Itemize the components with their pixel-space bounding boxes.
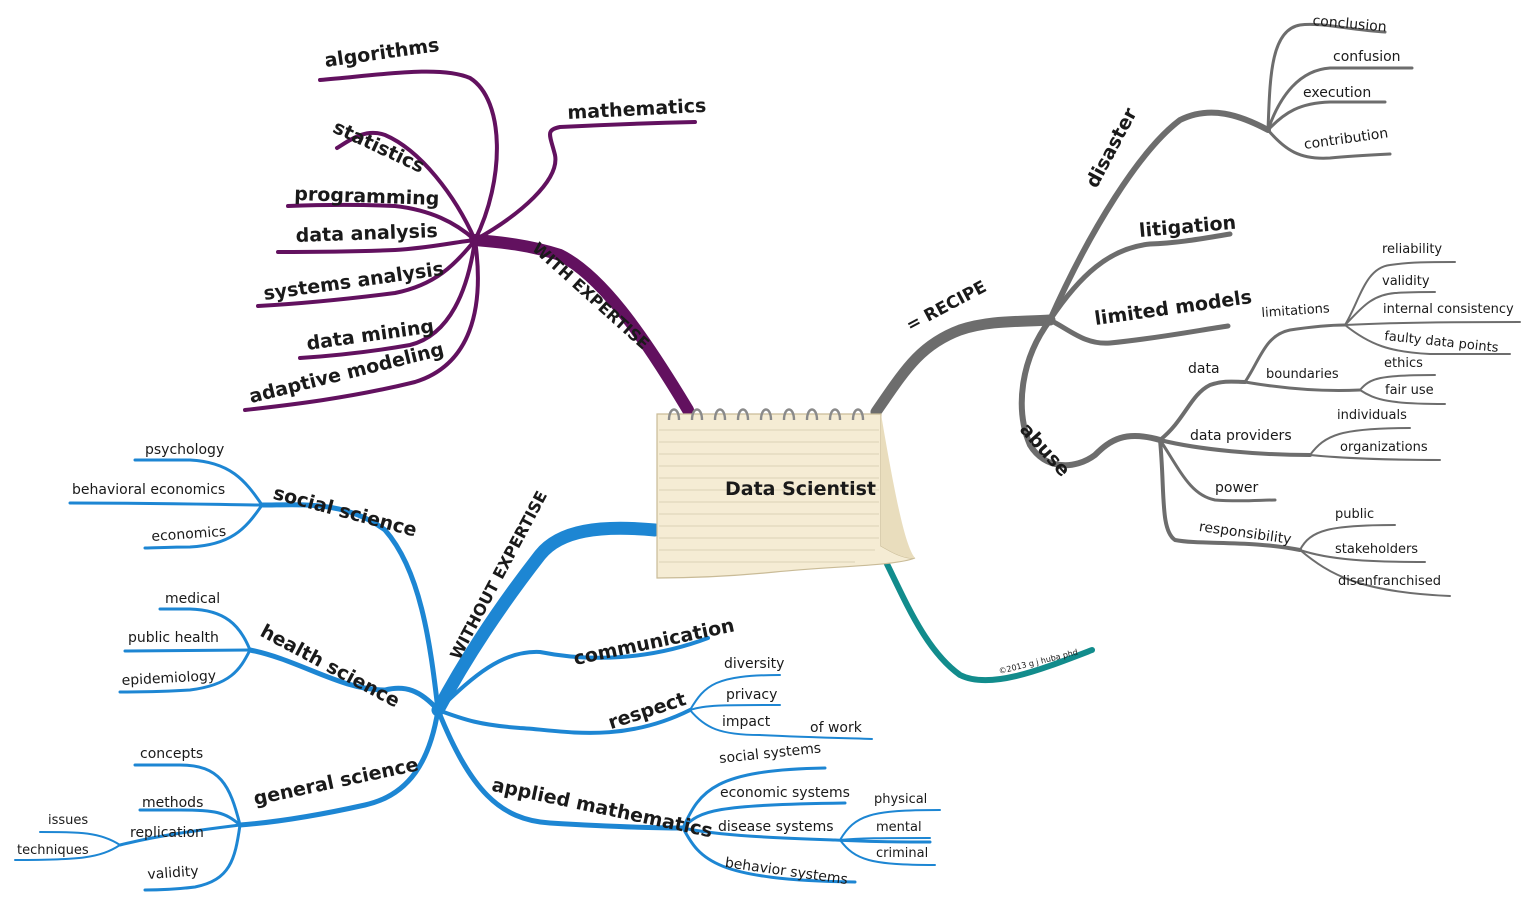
- node-data-analysis: data analysis: [295, 220, 439, 247]
- node-confusion: confusion: [1333, 49, 1401, 65]
- node-ethics: ethics: [1384, 356, 1423, 371]
- branch-litigation: [1047, 231, 1233, 323]
- notepad-icon: [656, 408, 916, 579]
- node-organizations: organizations: [1340, 440, 1428, 455]
- node-stakeholders: stakeholders: [1335, 542, 1419, 557]
- copyright-branch: [882, 557, 1095, 684]
- node-psychology: psychology: [145, 442, 225, 458]
- branch-social-science: [259, 502, 441, 713]
- node-methods: methods: [142, 795, 204, 811]
- branch-abuse: [1018, 317, 1163, 469]
- node-techniques: techniques: [17, 843, 89, 858]
- branch-general-science: [237, 707, 441, 828]
- node-validity-general: validity: [146, 863, 200, 883]
- node-internal-consistency: internal consistency: [1383, 302, 1514, 317]
- node-criminal: criminal: [876, 846, 929, 861]
- branch-communication: [436, 636, 710, 712]
- node-power: power: [1215, 480, 1259, 496]
- branch-adaptive-modeling: [243, 238, 480, 412]
- node-physical: physical: [874, 792, 928, 807]
- node-programming: programming: [293, 183, 440, 211]
- node-concepts: concepts: [140, 746, 204, 762]
- without-expertise-branches: [14, 458, 941, 892]
- node-replication: replication: [130, 825, 204, 841]
- branch-data-analysis: [276, 238, 477, 254]
- node-issues: issues: [48, 813, 89, 828]
- central-topic: Data Scientist: [725, 478, 876, 500]
- branch-limited-models: [1047, 317, 1231, 346]
- node-individuals: individuals: [1337, 408, 1407, 423]
- node-execution: execution: [1303, 85, 1372, 101]
- node-boundaries: boundaries: [1266, 367, 1339, 382]
- branch-health-science: [247, 647, 441, 713]
- branch-statistics: [335, 130, 477, 242]
- node-mental: mental: [876, 820, 922, 835]
- branch-respect: [436, 708, 692, 735]
- node-medical: medical: [165, 591, 221, 607]
- node-public-health: public health: [128, 630, 219, 646]
- node-impact: impact: [722, 714, 771, 730]
- node-validity-limitations: validity: [1382, 274, 1430, 289]
- branch-data-mining: [298, 238, 477, 360]
- branch-applied-mathematics: [435, 707, 686, 831]
- branch-mathematics: [473, 120, 697, 242]
- node-diversity: diversity: [724, 656, 785, 672]
- node-of-work: of work: [810, 720, 862, 736]
- node-privacy: privacy: [726, 687, 778, 703]
- branch-disaster: [1047, 109, 1271, 323]
- node-disease-systems: disease systems: [718, 819, 834, 835]
- node-disenfranchised: disenfranchised: [1338, 574, 1442, 589]
- node-reliability: reliability: [1382, 242, 1443, 257]
- branch-systems-analysis: [256, 238, 477, 308]
- without-expertise-trunk: [431, 521, 662, 717]
- node-data: data: [1188, 361, 1220, 377]
- recipe-trunk: [870, 314, 1056, 418]
- node-behavioral-economics: behavioral economics: [72, 482, 226, 498]
- node-fair-use: fair use: [1385, 383, 1434, 398]
- branch-programming: [286, 202, 477, 242]
- with-expertise-branches: [243, 69, 697, 416]
- recipe-branches: [870, 22, 1521, 597]
- with-expertise-trunk: [469, 234, 694, 416]
- branch-algorithms: [318, 69, 499, 242]
- node-public: public: [1335, 507, 1375, 522]
- node-economic-systems: economic systems: [720, 785, 850, 801]
- node-data-providers: data providers: [1190, 428, 1292, 444]
